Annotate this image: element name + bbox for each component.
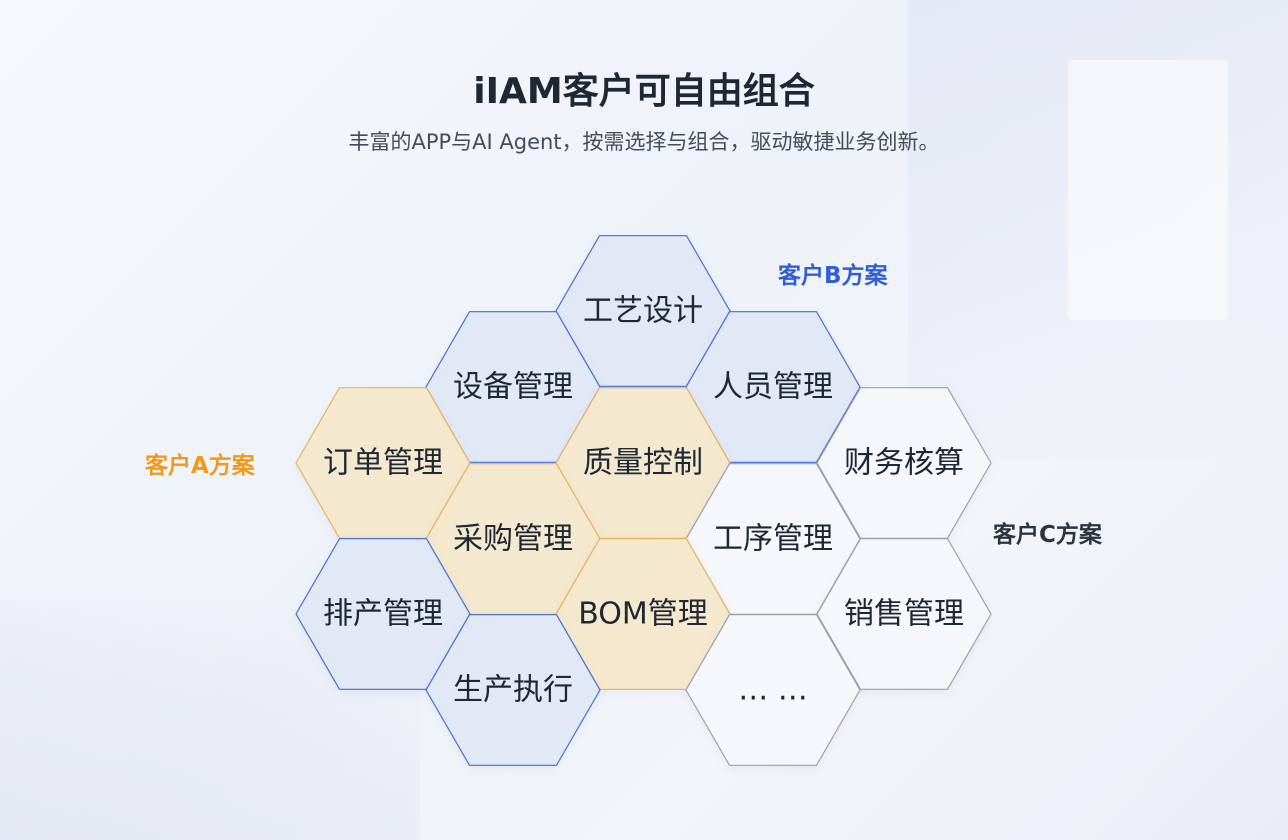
module-label: 订单管理 bbox=[323, 446, 443, 481]
module-hex-scheduling-mgmt[interactable]: 排产管理 bbox=[295, 538, 471, 690]
module-label: BOM管理 bbox=[578, 597, 708, 632]
module-label: 生产执行 bbox=[453, 673, 573, 708]
scheme-b-label: 客户B方案 bbox=[778, 263, 888, 289]
module-hex-process-design[interactable]: 工艺设计 bbox=[555, 235, 731, 387]
scheme-c-label: 客户C方案 bbox=[993, 522, 1102, 548]
module-label: 质量控制 bbox=[583, 446, 703, 481]
module-hex-personnel-mgmt[interactable]: 人员管理 bbox=[685, 311, 861, 463]
module-label: 采购管理 bbox=[453, 522, 573, 557]
hexagon-shape bbox=[425, 614, 601, 766]
hexagon-shape bbox=[816, 538, 992, 690]
module-label: 工序管理 bbox=[713, 522, 833, 557]
module-hex-sales-mgmt[interactable]: 销售管理 bbox=[816, 538, 992, 690]
hexagon-shape bbox=[685, 311, 861, 463]
module-label: 工艺设计 bbox=[583, 294, 703, 329]
module-hex-finance-accounting[interactable]: 财务核算 bbox=[816, 387, 992, 539]
module-hex-quality-control[interactable]: 质量控制 bbox=[555, 387, 731, 539]
module-label: 财务核算 bbox=[844, 446, 964, 481]
page-title: iIAM客户可自由组合 bbox=[473, 71, 815, 112]
module-hex-order-mgmt[interactable]: 订单管理 bbox=[295, 387, 471, 539]
page-subtitle: 丰富的APP与AI Agent，按需选择与组合，驱动敏捷业务创新。 bbox=[348, 130, 940, 154]
module-label: … … bbox=[738, 673, 808, 708]
module-label: 人员管理 bbox=[713, 370, 833, 405]
module-label: 排产管理 bbox=[323, 597, 443, 632]
hexagon-shape bbox=[685, 614, 861, 766]
module-hex-procedure-mgmt[interactable]: 工序管理 bbox=[685, 463, 861, 615]
module-hex-equipment-mgmt[interactable]: 设备管理 bbox=[425, 311, 601, 463]
scheme-a-label: 客户A方案 bbox=[145, 453, 255, 479]
module-hex-production-exec[interactable]: 生产执行 bbox=[425, 614, 601, 766]
module-label: 设备管理 bbox=[453, 370, 573, 405]
module-label: 销售管理 bbox=[844, 597, 964, 632]
module-hex-more[interactable]: … … bbox=[685, 614, 861, 766]
